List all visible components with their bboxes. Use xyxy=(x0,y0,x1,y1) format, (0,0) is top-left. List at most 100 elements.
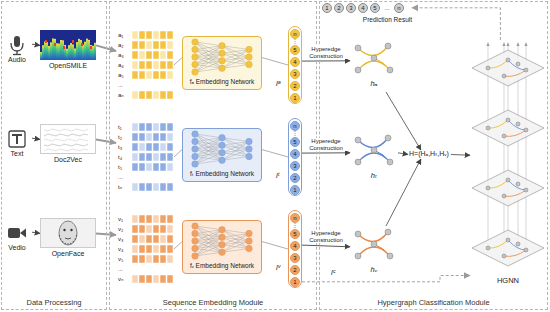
cell-number: 2 xyxy=(291,266,299,274)
illustration xyxy=(116,30,174,100)
network-unit xyxy=(192,146,198,152)
illustration xyxy=(116,214,174,284)
ellipsis-dot xyxy=(295,133,296,134)
matrix-cell xyxy=(153,225,159,233)
mic-stand xyxy=(16,51,17,54)
row-label: v₃ xyxy=(118,234,123,244)
network-unit xyxy=(219,142,225,148)
spectrogram-band xyxy=(54,39,56,60)
network-unit xyxy=(192,253,198,259)
vector-cell: 1 xyxy=(290,277,300,287)
vector-cell: 5 xyxy=(290,229,300,239)
hyperedge-graph: hₐ xyxy=(350,40,398,92)
network-link xyxy=(195,230,222,256)
network-unit xyxy=(219,150,225,156)
cell-number: 5 xyxy=(371,4,379,12)
matrix-cell xyxy=(139,183,145,191)
network-link xyxy=(195,134,222,153)
matrix-cell xyxy=(139,91,145,99)
matrix-cell xyxy=(139,51,145,59)
illustration xyxy=(350,226,398,264)
matrix-cell xyxy=(167,61,173,69)
spectrogram-band xyxy=(94,43,96,60)
matrix-cell xyxy=(139,235,145,243)
cell-number: 3 xyxy=(347,4,355,12)
module-label: Data Processing xyxy=(2,298,106,307)
spectrogram-band xyxy=(76,42,78,60)
face-landmark xyxy=(62,241,63,242)
result-cell: 1 xyxy=(322,3,332,13)
vertex xyxy=(387,159,393,165)
illustration xyxy=(289,39,301,45)
matrix-cell xyxy=(146,215,152,223)
matrix-cell xyxy=(160,143,166,151)
matrix-cell xyxy=(153,215,159,223)
matrix-cell xyxy=(153,255,159,263)
layer-vertex xyxy=(486,66,490,70)
connector xyxy=(451,154,470,156)
layer-vertex xyxy=(502,194,506,198)
matrix-cell xyxy=(167,41,173,49)
matrix-cell xyxy=(146,235,152,243)
matrix-cell xyxy=(146,71,152,79)
vector-cell: 5 xyxy=(290,137,300,147)
connector xyxy=(96,139,116,143)
ellipsis-dot xyxy=(295,39,296,40)
network-unit xyxy=(219,43,225,49)
spectrogram-peak xyxy=(72,40,74,43)
connector xyxy=(412,8,500,40)
layer-vertex xyxy=(516,182,520,186)
result-cell: 2 xyxy=(334,3,344,13)
cell-number: n xyxy=(291,122,299,130)
network-link xyxy=(222,234,249,253)
row-label: vₙ xyxy=(118,274,123,284)
network-unit xyxy=(192,245,198,251)
vector-cell: 2 xyxy=(290,81,300,91)
connector xyxy=(398,153,408,155)
cell-number: 1 xyxy=(291,94,299,102)
face-landmark xyxy=(60,238,61,239)
spectrogram-band xyxy=(52,38,54,60)
matrix-cell xyxy=(146,41,152,49)
vertex xyxy=(371,241,377,247)
matrix-cell xyxy=(153,153,159,161)
output-arrowhead xyxy=(487,42,490,46)
feature-extractor: Doc2Vec xyxy=(40,124,96,168)
extractor-label: Doc2Vec xyxy=(34,156,102,163)
network-unit xyxy=(246,230,252,236)
vertex xyxy=(355,67,361,73)
matrix-cell xyxy=(132,235,138,243)
matrix-cell xyxy=(160,123,166,131)
matrix-cell xyxy=(139,153,145,161)
matrix-cell xyxy=(167,215,173,223)
illustration xyxy=(470,40,546,296)
matrix-cell xyxy=(132,183,138,191)
result-cell: 3 xyxy=(346,3,356,13)
illustration xyxy=(183,129,261,169)
illustration xyxy=(116,122,174,192)
spectrogram-band xyxy=(82,45,84,60)
illustration xyxy=(183,37,261,77)
illustration xyxy=(183,221,261,261)
connector xyxy=(174,150,182,157)
ellipsis-dot xyxy=(295,43,296,44)
matrix-cell xyxy=(167,153,173,161)
module-label: Hypergraph Classification Module xyxy=(320,298,547,307)
feature-matrix: a₁a₂a₃a₄a₅...aₙ xyxy=(116,30,174,100)
module-panel: Data ProcessingAudioOpenSMILETextDoc2Vec… xyxy=(1,1,107,310)
cell-number: 2 xyxy=(291,174,299,182)
illustration xyxy=(2,34,32,56)
illustration xyxy=(40,30,96,60)
face-landmark xyxy=(73,241,74,242)
layer-vertex xyxy=(486,186,490,190)
layer-hyperedge xyxy=(504,190,526,196)
layer-hyperedge xyxy=(508,240,526,250)
layer-hyperedge xyxy=(488,120,508,128)
matrix-cell xyxy=(153,91,159,99)
matrix-cell xyxy=(153,245,159,253)
hyperedge-label: hₜ xyxy=(350,171,398,180)
mic-stand xyxy=(11,43,23,51)
spectrogram-band xyxy=(84,42,86,60)
face-landmark xyxy=(65,243,66,244)
ellipsis-dot xyxy=(295,227,296,228)
